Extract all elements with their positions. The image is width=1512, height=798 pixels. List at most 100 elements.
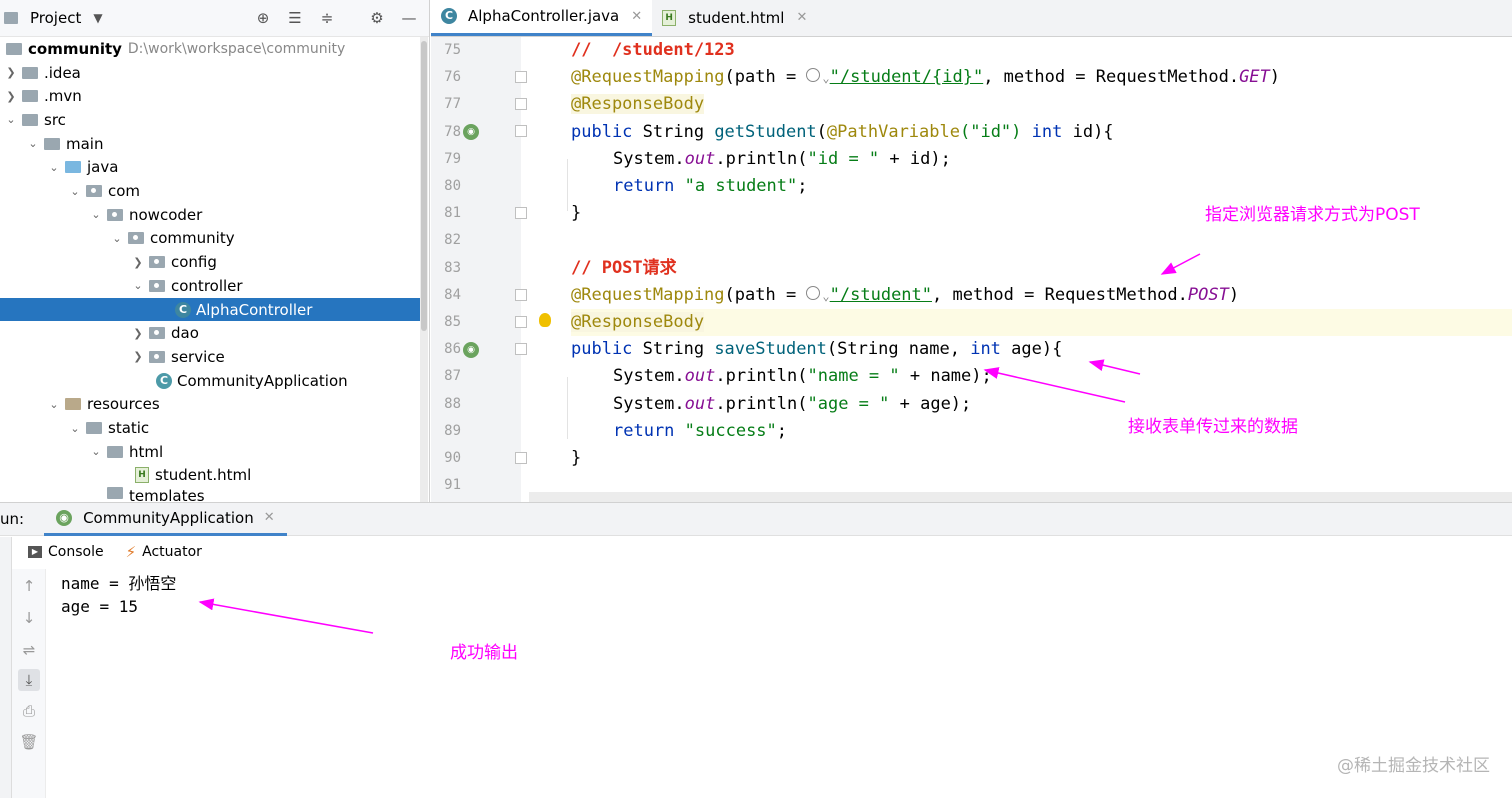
web-mapping-icon[interactable]: ◉ (463, 342, 479, 358)
tree-item-controller[interactable]: ⌄controller (0, 274, 428, 298)
chevron-down-icon[interactable]: ⌄ (28, 137, 38, 151)
lightbulb-icon[interactable] (539, 313, 551, 327)
editor-horizontal-scrollbar[interactable] (529, 492, 1512, 502)
print-icon[interactable]: ⎙ (22, 702, 35, 720)
console-output-line: name = 孙悟空 (61, 574, 177, 593)
tab-student-html[interactable]: H student.html ✕ (652, 0, 817, 36)
tree-item-community[interactable]: ⌄community (0, 227, 428, 251)
scroll-to-end-icon[interactable]: ⤓ (18, 669, 40, 691)
fold-marker-icon[interactable] (515, 125, 527, 137)
folder-icon (6, 42, 22, 55)
chevron-right-icon[interactable]: ❯ (6, 89, 16, 103)
tree-item-nowcoder[interactable]: ⌄nowcoder (0, 203, 428, 227)
expand-all-icon[interactable]: ☰ (288, 9, 302, 27)
tree-item-dao[interactable]: ❯dao (0, 321, 428, 345)
arrow-down-icon[interactable]: ↓ (22, 609, 36, 627)
code-line-77: @ResponseBody (571, 94, 705, 115)
fold-marker-icon[interactable] (515, 98, 527, 110)
tree-root-name: community (28, 39, 122, 58)
tree-item-config[interactable]: ❯config (0, 250, 428, 274)
tree-item-main[interactable]: ⌄main (0, 132, 428, 156)
tree-item-label: java (87, 158, 119, 177)
chevron-down-icon[interactable]: ⌄ (70, 421, 80, 435)
code-line-87: System.out.println("name = " + name); (613, 366, 992, 387)
collapse-all-icon[interactable]: ≑ (320, 9, 334, 27)
fold-marker-icon[interactable] (515, 207, 527, 219)
fold-marker-icon[interactable] (515, 71, 527, 83)
tree-item-service[interactable]: ❯service (0, 345, 428, 369)
tab-console[interactable]: ▶ Console (24, 544, 108, 560)
tree-item-idea[interactable]: ❯.idea (0, 61, 428, 85)
soft-wrap-icon[interactable]: ⇌ (22, 641, 36, 659)
chevron-down-icon[interactable]: ⌄ (49, 397, 59, 411)
run-subtabs: ▶ Console ⚡ Actuator (24, 538, 206, 566)
run-config-tab[interactable]: ◉ CommunityApplication ✕ (44, 503, 287, 536)
code-line-83: // POST请求 (571, 257, 677, 278)
annotation-form-note: 接收表单传过来的数据 (1128, 417, 1298, 437)
editor-tabs: C AlphaController.java ✕ H student.html … (431, 0, 1512, 37)
close-icon[interactable]: ✕ (263, 510, 275, 525)
chevron-down-icon[interactable]: ⌄ (133, 279, 143, 293)
tree-item-templates[interactable]: templates (0, 487, 428, 501)
locate-icon[interactable]: ⊕ (256, 9, 270, 27)
folder-icon (22, 90, 38, 103)
project-scrollbar[interactable] (420, 37, 428, 502)
trash-icon[interactable]: 🗑 (19, 733, 39, 751)
tree-item-mvn[interactable]: ❯.mvn (0, 84, 428, 108)
globe-icon[interactable] (806, 285, 821, 300)
close-icon[interactable]: ✕ (631, 8, 643, 24)
chevron-down-icon[interactable]: ▼ (93, 11, 103, 25)
tree-item-static[interactable]: ⌄static (0, 416, 428, 440)
tree-item-java[interactable]: ⌄ java (0, 156, 428, 180)
annotation-post-note: 指定浏览器请求方式为POST (1205, 205, 1420, 225)
web-mapping-icon[interactable]: ◉ (463, 124, 479, 140)
code-editor[interactable]: 75 76 77 78 79 80 81 82 83 84 85 86 87 8… (431, 37, 1512, 502)
fold-marker-icon[interactable] (515, 289, 527, 301)
resources-folder-icon (65, 398, 81, 411)
chevron-down-icon[interactable]: ⌄ (91, 208, 101, 222)
close-icon[interactable]: ✕ (796, 10, 808, 25)
scrollbar-thumb[interactable] (421, 41, 427, 331)
tree-item-label: src (44, 110, 66, 129)
chevron-down-icon[interactable]: ⌄ (822, 71, 830, 86)
chevron-down-icon[interactable]: ⌄ (91, 445, 101, 459)
tree-item-resources[interactable]: ⌄resources (0, 393, 428, 417)
chevron-down-icon[interactable]: ⌄ (112, 231, 122, 245)
project-title[interactable]: Project (30, 9, 82, 27)
fold-marker-icon[interactable] (515, 316, 527, 328)
tree-root[interactable]: community D:\work\workspace\community (0, 37, 428, 61)
chevron-down-icon[interactable]: ⌄ (70, 184, 80, 198)
tree-item-label: student.html (155, 466, 252, 485)
tab-actuator[interactable]: ⚡ Actuator (122, 543, 206, 561)
fold-marker-icon[interactable] (515, 452, 527, 464)
package-icon (149, 350, 165, 363)
gear-icon[interactable]: ⚙ (370, 9, 384, 27)
fold-marker-icon[interactable] (515, 343, 527, 355)
tab-alphacontroller[interactable]: C AlphaController.java ✕ (431, 0, 653, 36)
arrow-up-icon[interactable]: ↑ (22, 577, 36, 595)
indent-guide (567, 377, 568, 439)
chevron-down-icon[interactable]: ⌄ (49, 160, 59, 174)
code-line-79: System.out.println("id = " + id); (613, 148, 951, 169)
tree-item-com[interactable]: ⌄com (0, 179, 428, 203)
folder-icon (86, 422, 102, 435)
chevron-right-icon[interactable]: ❯ (133, 326, 143, 340)
chevron-down-icon[interactable]: ⌄ (6, 113, 16, 127)
chevron-right-icon[interactable]: ❯ (133, 255, 143, 269)
chevron-right-icon[interactable]: ❯ (6, 66, 16, 80)
tree-item-html[interactable]: ⌄html (0, 440, 428, 464)
line-number: 75 (444, 42, 461, 58)
spring-boot-icon: ◉ (56, 509, 73, 526)
chevron-down-icon[interactable]: ⌄ (822, 288, 830, 303)
run-label: un: (0, 510, 25, 528)
console-output-line: age = 15 (61, 597, 139, 616)
globe-icon[interactable] (806, 68, 821, 83)
minimize-icon[interactable]: — (401, 9, 417, 27)
code-line-90: } (571, 448, 582, 468)
line-number: 86 (444, 341, 461, 358)
chevron-right-icon[interactable]: ❯ (133, 350, 143, 364)
tree-item-src[interactable]: ⌄ src (0, 108, 428, 132)
